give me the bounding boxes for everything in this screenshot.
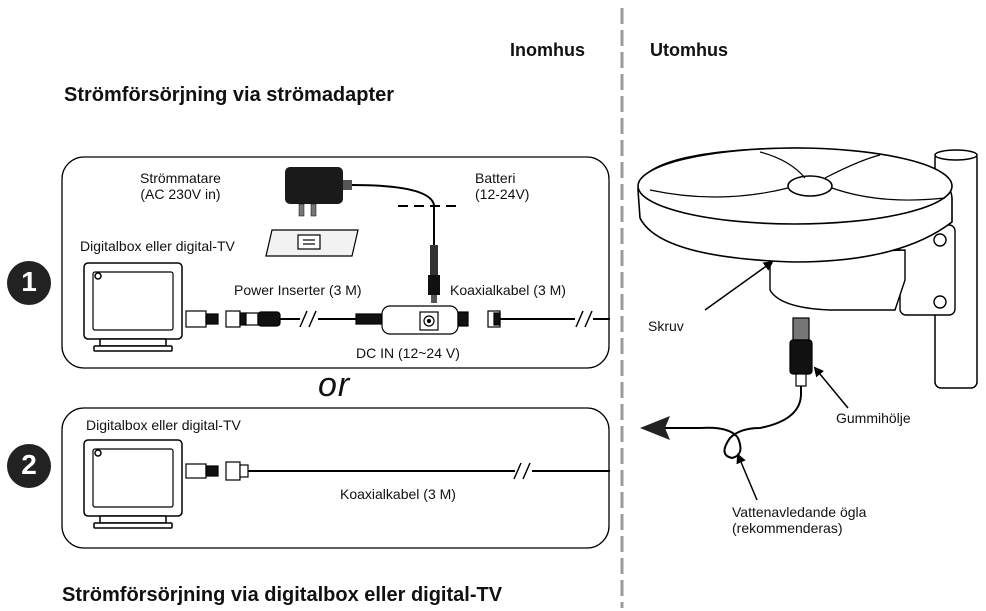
indoor-arrow — [640, 416, 670, 440]
f-connectors-2 — [185, 461, 249, 481]
option2-badge — [7, 444, 51, 488]
f-connectors-1 — [185, 310, 281, 328]
drip-loop-label: Vattenavledande ögla(rekommenderas) — [732, 504, 867, 536]
rubber-cover-label: Gummihölje — [836, 410, 911, 426]
option1-badge — [7, 261, 51, 305]
or-separator: or — [318, 366, 351, 404]
tv-monitor-1 — [83, 262, 183, 352]
dc-plug — [428, 245, 440, 303]
option1-number: 1 — [21, 266, 37, 297]
title-adapter: Strömförsörjning via strömadapter — [64, 84, 395, 106]
indoor-header: Inomhus — [510, 40, 585, 60]
cable-break-1a — [299, 310, 317, 328]
power-supply-label: Strömmatare(AC 230V in) — [140, 170, 221, 202]
drip-loop-cable — [655, 386, 802, 460]
power-adapter — [285, 167, 435, 245]
tv-monitor-2 — [83, 439, 183, 529]
antenna-housing — [769, 249, 906, 311]
outdoor-header: Utomhus — [650, 40, 728, 60]
cable-break-1b — [575, 310, 593, 328]
option1-box — [61, 156, 610, 369]
title-digitalbox: Strömförsörjning via digitalbox eller di… — [62, 584, 503, 606]
device-label-2: Digitalbox eller digital-TV — [86, 417, 241, 433]
screw-arrow — [704, 260, 774, 311]
coax-label-2: Koaxialkabel (3 M) — [340, 486, 456, 502]
screw-label: Skruv — [648, 318, 684, 334]
battery-label: Batteri(12-24V) — [475, 170, 530, 202]
option2-box — [61, 407, 610, 549]
dc-in-label: DC IN (12~24 V) — [356, 345, 460, 361]
coax-label-1: Koaxialkabel (3 M) — [450, 282, 566, 298]
antenna-connector — [789, 317, 813, 387]
antenna-dish — [637, 147, 953, 263]
option2-number: 2 — [21, 449, 37, 480]
device-label-1: Digitalbox eller digital-TV — [80, 238, 235, 254]
drip-loop-arrow — [736, 453, 758, 501]
power-inserter — [355, 305, 501, 335]
cable-break-2 — [513, 462, 531, 480]
wall-socket — [265, 229, 359, 257]
rubber-cover-arrow — [813, 366, 849, 409]
power-inserter-label: Power Inserter (3 M) — [234, 282, 362, 298]
